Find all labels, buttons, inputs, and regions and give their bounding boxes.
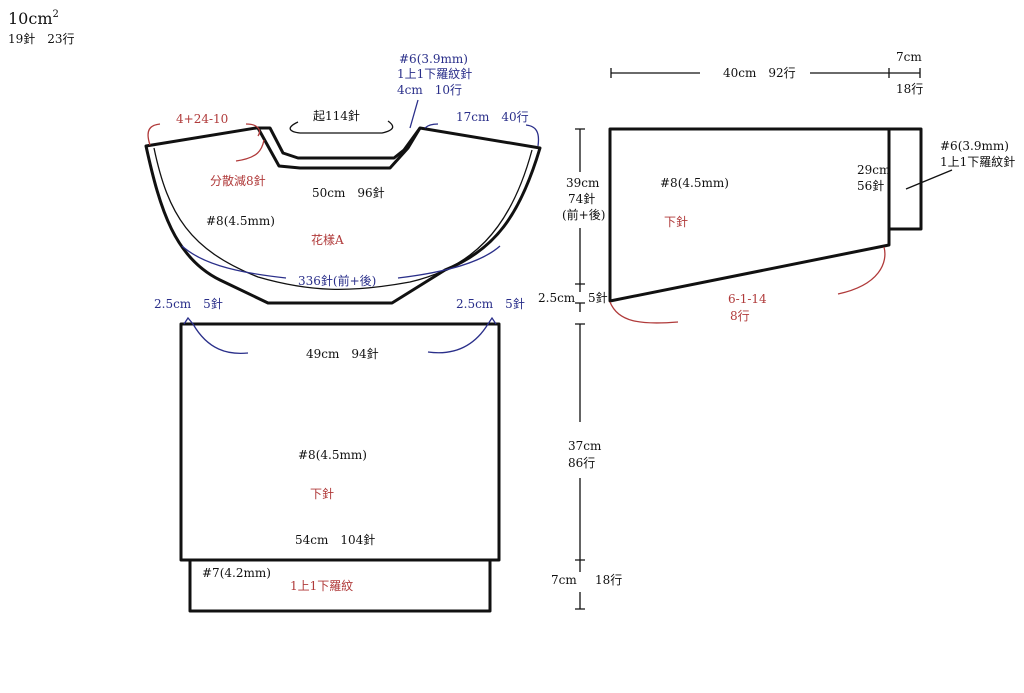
right-shoulder-arc	[427, 316, 497, 354]
sleeve-bottom-edge-sts: 5針	[588, 290, 608, 305]
sleeve-cuff-pattern: 1上1下羅紋針	[940, 154, 1015, 169]
yoke-right-arc	[424, 123, 540, 147]
yoke-needle-main: #8(4.5mm)	[206, 214, 275, 228]
yoke-left-arc	[147, 123, 261, 146]
body-stitch: 下針	[310, 486, 334, 501]
sleeve-bottom-left-arc	[609, 301, 679, 324]
sleeve-height: 39cm	[566, 176, 600, 190]
yoke-piece	[144, 126, 542, 305]
sleeve-cuff-pointer	[905, 169, 953, 190]
sleeve-bottom-edge: 2.5cm	[538, 291, 576, 305]
sleeve-bottom-right-arc	[837, 246, 886, 295]
body-left-shoulder: 2.5cm 5針	[154, 296, 223, 311]
yoke-needle-rib: #6(3.9mm)	[399, 52, 468, 66]
body-hem-length: 7cm	[551, 573, 577, 587]
body-top-width: 49cm 94針	[306, 346, 379, 361]
body-length-dimension	[575, 323, 585, 610]
body-needle-main: #8(4.5mm)	[298, 448, 367, 462]
sleeve-cuff-length: 7cm	[896, 50, 922, 64]
left-shoulder-arc	[183, 316, 249, 355]
body-hem-rows: 18行	[595, 573, 622, 587]
sleeve-length: 40cm 92行	[723, 66, 796, 80]
yoke-cast-on: 起114針	[313, 108, 360, 123]
yoke-width: 50cm 96針	[312, 185, 385, 200]
yoke-bottom-right-arc	[397, 245, 501, 279]
decrease-arc	[235, 139, 265, 162]
sleeve-length-dimension	[610, 68, 921, 78]
sleeve-stitch: 下針	[664, 214, 688, 229]
body-hem-pattern: 1上1下羅紋	[290, 579, 353, 593]
cast-on-arc	[289, 120, 394, 134]
yoke-pattern: 花樣A	[311, 232, 344, 247]
yoke-rib-size: 4cm 10行	[397, 83, 462, 97]
yoke-inner-line	[153, 147, 533, 291]
sleeve-height-dimension	[575, 128, 585, 312]
yoke-red-top-left: 4+24-10	[176, 112, 228, 126]
yoke-neckline	[256, 127, 422, 170]
sleeve-needle-main: #8(4.5mm)	[660, 176, 729, 190]
sleeve-height-note: (前+後)	[562, 207, 605, 222]
body-piece	[179, 322, 501, 613]
sleeve-cuff-rows: 18行	[896, 82, 923, 96]
body-length-rows: 86行	[568, 456, 595, 470]
sleeve-cuff-outline	[887, 127, 923, 231]
sleeve-piece	[608, 127, 923, 303]
gauge-title: 10cm2	[8, 9, 59, 28]
gauge-stitches-rows: 19針 23行	[8, 31, 75, 46]
rib-pointer	[409, 99, 419, 129]
sleeve-decrease-rows: 8行	[730, 309, 750, 323]
sleeve-cuff-sts: 56針	[857, 178, 884, 193]
yoke-decrease: 分散減8針	[210, 173, 266, 188]
yoke-bottom-left-arc	[181, 245, 287, 279]
hem-outline	[188, 558, 492, 613]
body-right-shoulder: 2.5cm 5針	[456, 296, 525, 311]
yoke-bottom-count: 336針(前+後)	[298, 273, 376, 288]
body-bottom-width: 54cm 104針	[295, 532, 375, 547]
sleeve-needle-cuff: #6(3.9mm)	[940, 139, 1009, 153]
sleeve-cuff-width: 29cm	[857, 163, 891, 177]
yoke-right-side: 17cm 40行	[456, 110, 529, 124]
sleeve-height-sts: 74針	[568, 191, 595, 206]
sleeve-decrease: 6-1-14	[728, 292, 767, 306]
yoke-rib-pattern: 1上1下羅紋針	[397, 66, 472, 81]
sleeve-outline	[608, 127, 891, 303]
body-length: 37cm	[568, 439, 602, 453]
body-needle-hem: #7(4.2mm)	[202, 566, 271, 580]
